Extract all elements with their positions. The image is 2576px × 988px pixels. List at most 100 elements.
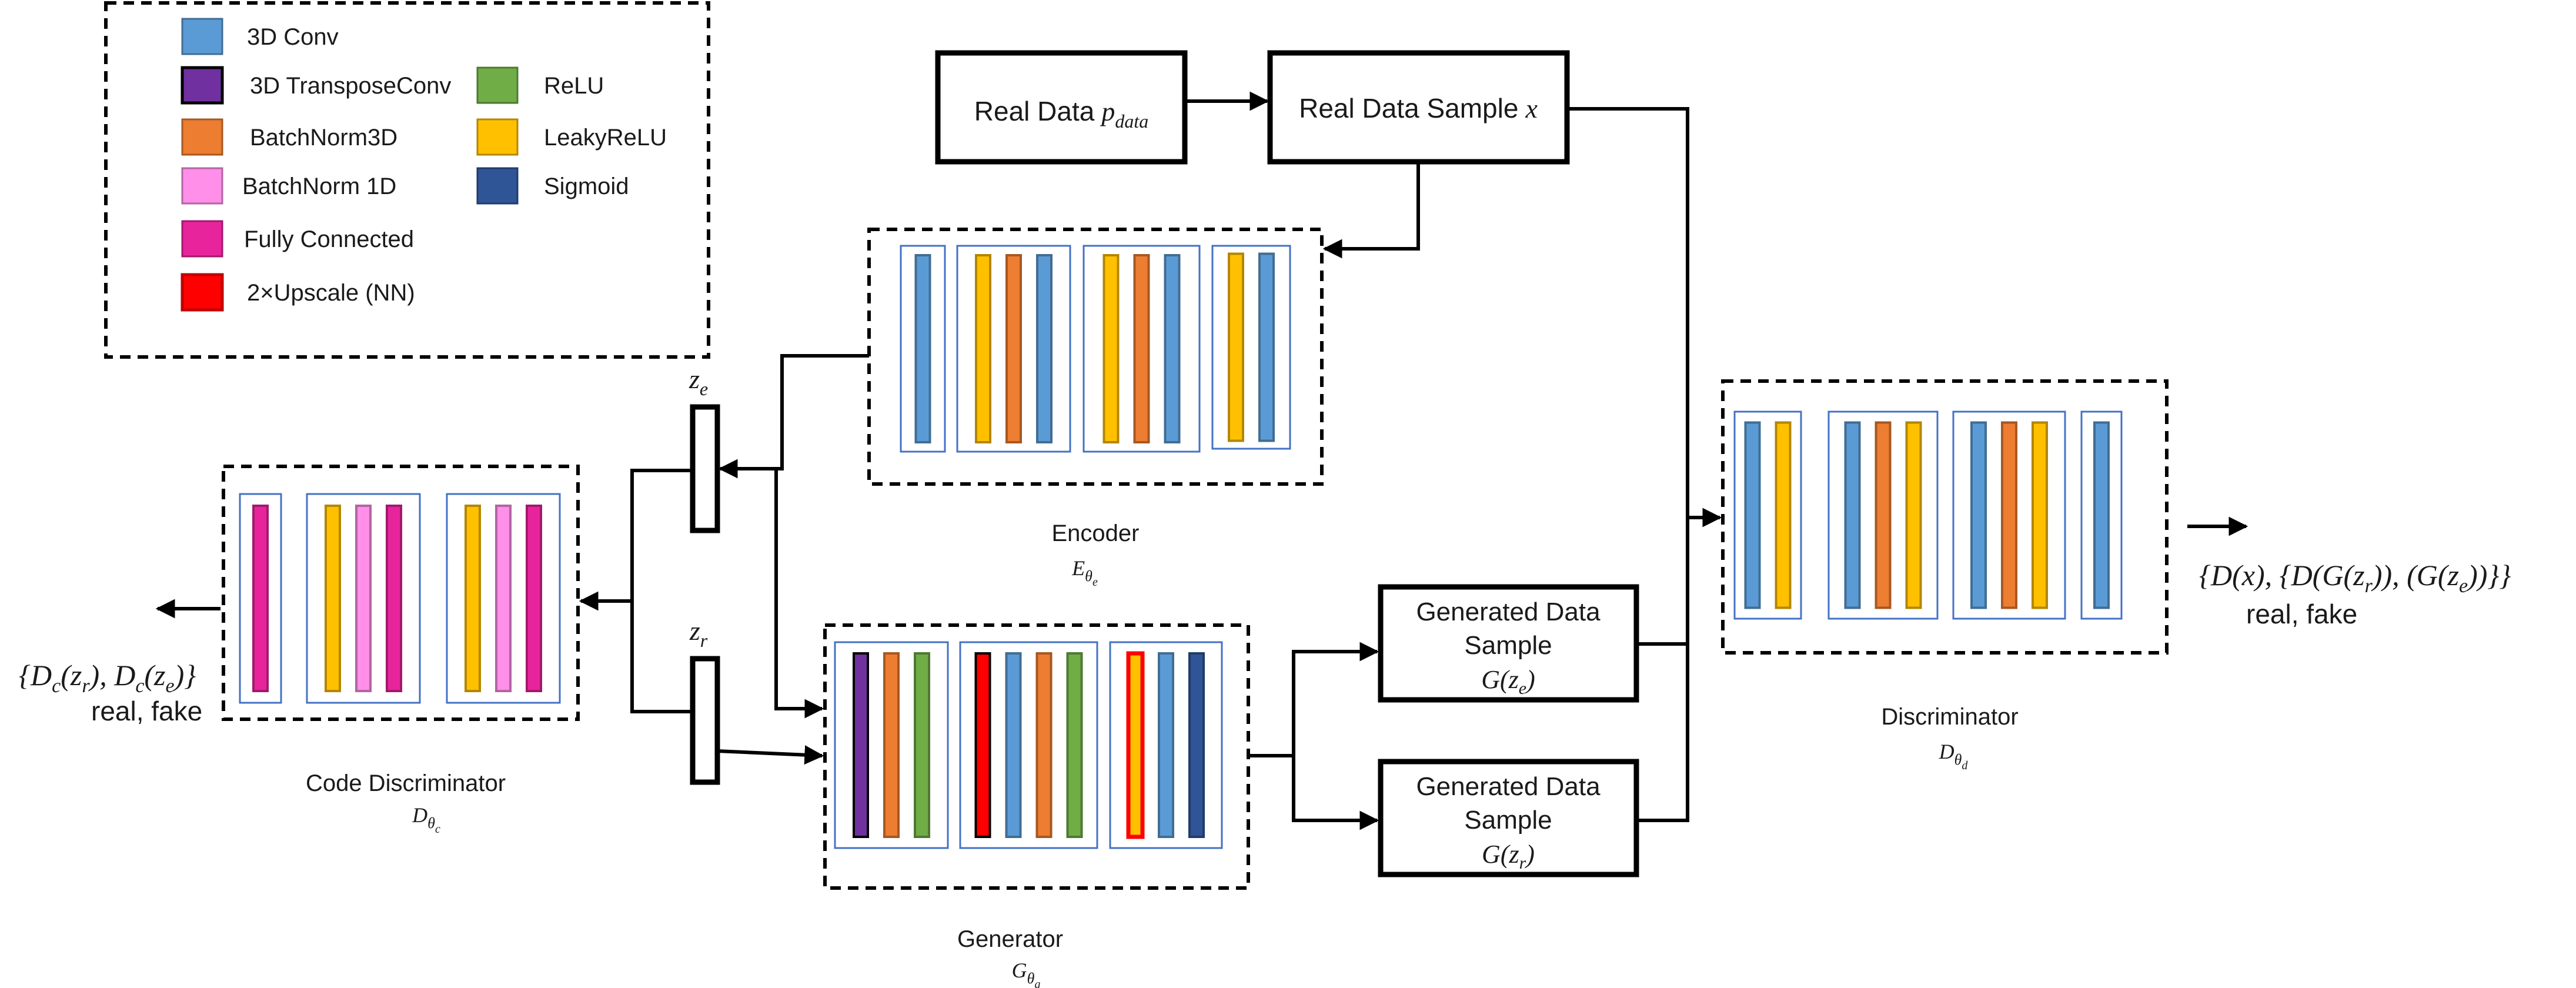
leaky-relu-layer (465, 505, 481, 692)
leaky-relu-layer (975, 254, 991, 443)
cd-out-r: r (82, 675, 90, 697)
svg-text:{Dc(zr), Dc(ze)}: {Dc(zr), Dc(ze)} (19, 659, 196, 697)
leaky-relu-layer (1775, 421, 1792, 609)
disc-output-part2: )), (G(z (2371, 559, 2459, 592)
real-sample-label: Real Data Sample (1299, 93, 1518, 124)
legend-swatch-batchnorm1d (181, 167, 223, 205)
conv3d-layer (1258, 252, 1275, 442)
legend-swatch-upscale (181, 273, 224, 312)
code-discriminator-subsub: c (435, 823, 440, 836)
legend-swatch-leaky-relu (476, 118, 519, 156)
arrow-generator-to-zr-sample (1292, 756, 1379, 830)
svg-text:G(ze): G(ze) (1481, 665, 1535, 698)
legend-swatch-batchnorm3d (181, 118, 223, 156)
cd-out-4: (z (144, 659, 165, 692)
disc-output-part3: ))}} (2466, 559, 2511, 592)
latent-ze-node: ze (689, 364, 720, 533)
legend-swatch-sigmoid (476, 167, 519, 205)
svg-text:G(zr): G(zr) (1482, 840, 1535, 873)
discriminator-output: {D(x), {D(G(zr)), (G(ze))}} real, fake (2199, 559, 2511, 629)
disc-output-line2: real, fake (2246, 599, 2357, 629)
code-discriminator-name: Code Discriminator (306, 770, 506, 796)
discriminator-name: Discriminator (1881, 704, 2018, 730)
legend-label-fully-connected: Fully Connected (244, 226, 414, 252)
conv3d-layer (1036, 254, 1053, 443)
conv3d-layer (914, 254, 931, 443)
discriminator-module: Discriminator Dθd (1721, 379, 2169, 772)
code-discriminator-symbol: D (412, 803, 427, 827)
legend-label-sigmoid: Sigmoid (544, 173, 629, 199)
encoder-name: Encoder (1052, 520, 1140, 546)
upscale-layer (974, 652, 991, 838)
encoder-subsub: e (1092, 576, 1098, 589)
svg-text:{D(x), {D(G(zr)), (G(ze))}}: {D(x), {D(G(zr)), (G(ze))}} (2199, 559, 2511, 597)
batchnorm1d-layer (355, 505, 372, 692)
generator-symbol: G (1012, 959, 1027, 982)
connectors (155, 91, 2248, 830)
legend-label-batchnorm1d: BatchNorm 1D (242, 173, 396, 199)
gen-ze-symbol: G(z (1481, 665, 1519, 694)
discriminator-sub: θ (1954, 751, 1962, 768)
sigmoid-layer (1188, 652, 1205, 838)
legend-label-transpose-conv: 3D TransposeConv (250, 73, 451, 99)
connector-zr-to-code-discriminator (630, 601, 693, 713)
code-discriminator-output: {Dc(zr), Dc(ze)} real, fake (19, 659, 202, 726)
connector-ze-sample-to-discriminator (1636, 518, 1689, 646)
conv3d-layer (1970, 421, 1987, 609)
gen-zr-line1: Generated Data (1416, 772, 1601, 801)
gen-zr-line2: Sample (1464, 806, 1552, 835)
discriminator-subsub: d (1962, 759, 1968, 772)
legend-swatch-relu (476, 66, 519, 104)
gen-zr-subscript: r (1519, 853, 1526, 873)
legend-swatch-conv3d (181, 18, 223, 55)
code-discriminator-layers (239, 493, 561, 704)
arrow-generator-to-ze-sample (1248, 642, 1379, 757)
svg-text:Eθe: Eθe (1071, 556, 1098, 589)
batchnorm3d-layer (1133, 254, 1150, 443)
discriminator-layers (1733, 410, 2123, 620)
leaky-relu-layer (325, 505, 341, 692)
gen-zr-close: ) (1524, 840, 1535, 869)
cd-out-5: )} (173, 659, 196, 692)
batchnorm3d-layer (1875, 421, 1892, 609)
legend-swatch-fully-connected (181, 220, 223, 258)
batchnorm3d-layer (2001, 421, 2017, 609)
disc-output-r: r (2365, 575, 2373, 597)
legend-swatch-transpose-conv (181, 66, 224, 105)
batchnorm1d-layer (495, 505, 512, 692)
gen-zr-symbol: G(z (1482, 840, 1519, 869)
fully-connected-layer (526, 505, 542, 692)
ze-subscript: e (700, 378, 708, 399)
fully-connected-layer (252, 505, 269, 692)
relu-layer (1066, 652, 1083, 838)
legend-label-batchnorm3d: BatchNorm3D (250, 125, 397, 151)
conv3d-layer (1744, 421, 1761, 609)
fully-connected-layer (386, 505, 402, 692)
conv3d-layer (1158, 652, 1174, 838)
code-discriminator-module: Code Discriminator Dθc (222, 465, 580, 836)
generator-module: Generator Gθg (823, 623, 1250, 988)
real-data-subscript: data (1115, 111, 1148, 132)
legend-label-upscale: 2×Upscale (NN) (247, 280, 415, 306)
zr-symbol: z (689, 616, 700, 646)
cd-out-1: {D (19, 659, 52, 692)
svg-text:Gθg: Gθg (1012, 959, 1041, 988)
leaky-relu-layer (1228, 252, 1244, 442)
real-sample-symbol: x (1525, 94, 1538, 124)
legend-label-leaky-relu: LeakyReLU (544, 125, 667, 151)
batchnorm3d-layer (1035, 652, 1053, 838)
arrow-ze-to-code-discriminator (579, 469, 693, 611)
legend-label-relu: ReLU (544, 73, 604, 99)
encoder-symbol: E (1071, 556, 1085, 580)
real-data-symbol: p (1100, 96, 1115, 126)
disc-output-e: e (2459, 575, 2468, 597)
gen-ze-subscript: e (1519, 679, 1526, 698)
conv3d-layer (1164, 254, 1181, 443)
zr-subscript: r (700, 630, 708, 651)
arrow-sample-to-encoder (1322, 162, 1420, 259)
